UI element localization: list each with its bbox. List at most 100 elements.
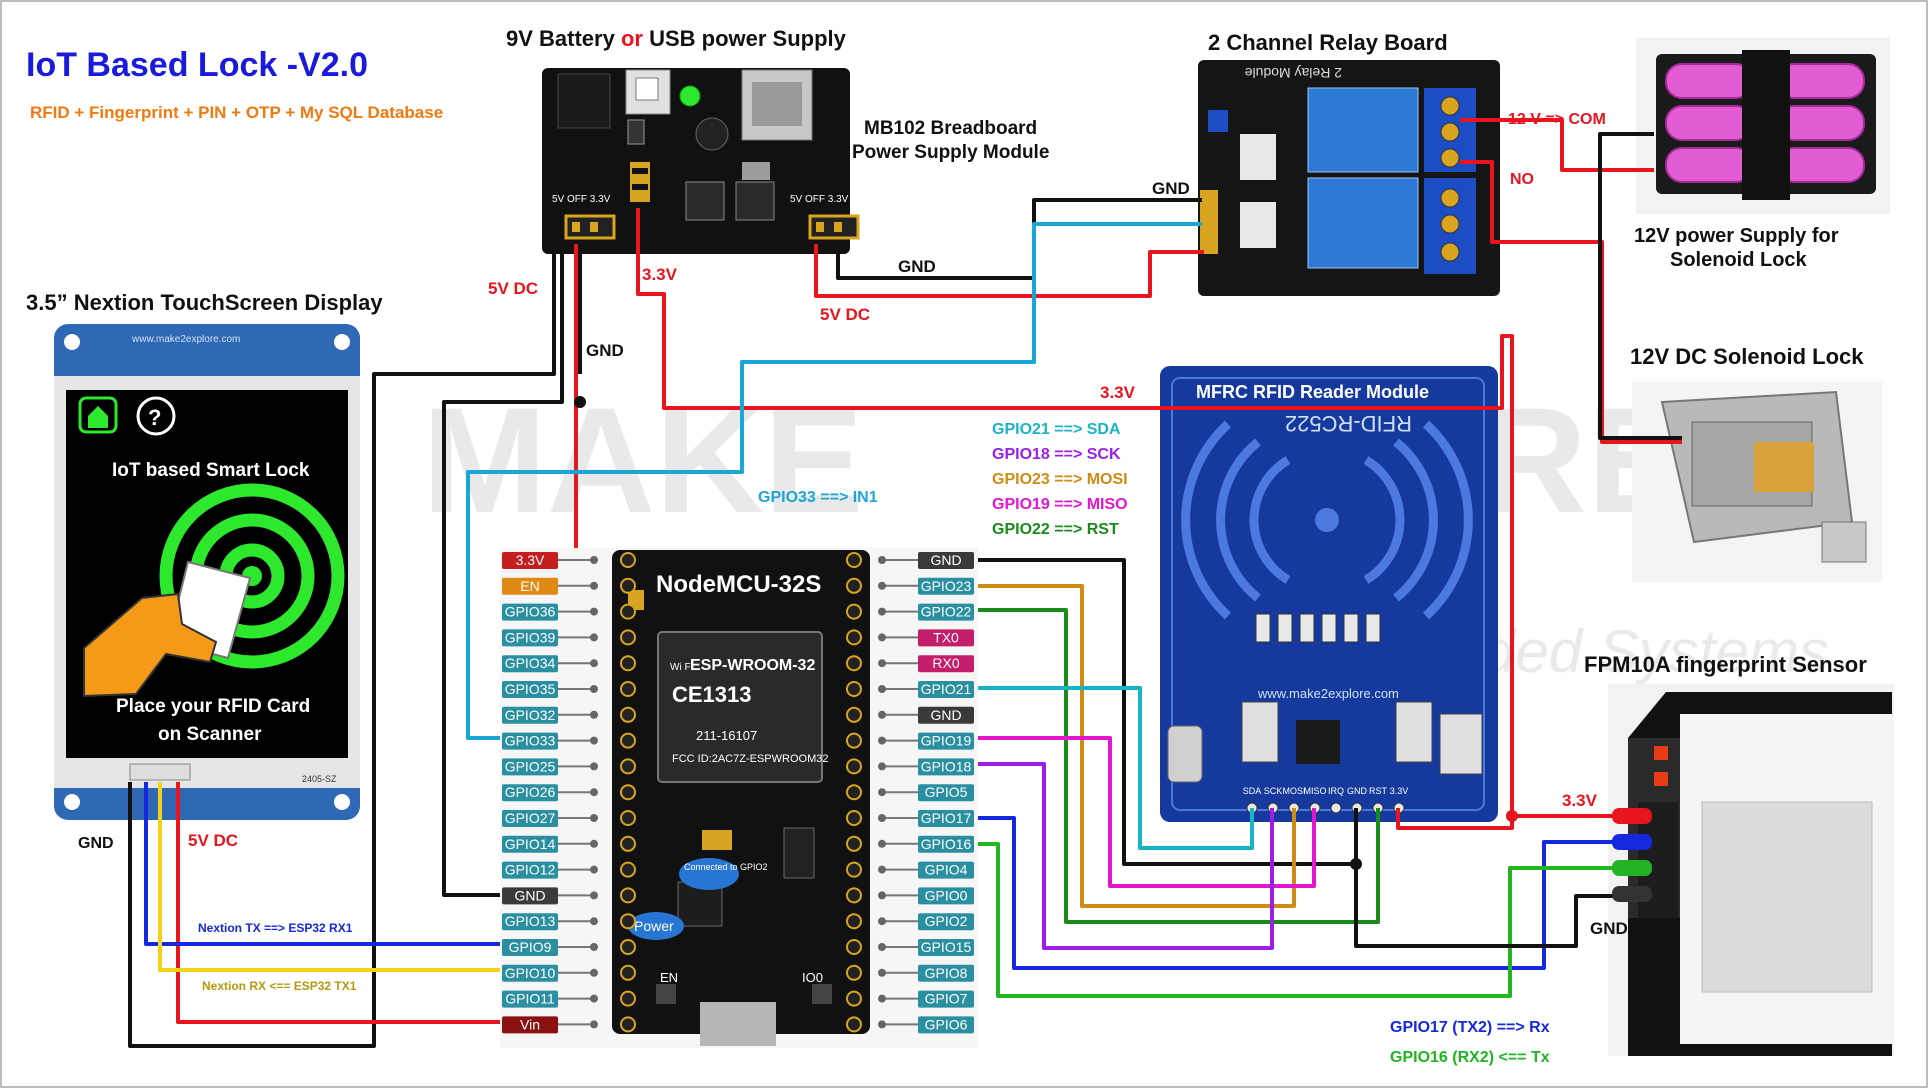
power-module-line2: Power Supply Module (852, 142, 1049, 163)
label-gnd-relay: GND (1152, 179, 1190, 198)
pin-label: GPIO5 (925, 784, 968, 800)
pin-label: GPIO32 (505, 707, 556, 723)
label-33v-top: 3.3V (642, 265, 678, 284)
solenoid-lock (1632, 382, 1882, 582)
pin-label: GPIO12 (505, 862, 556, 878)
right-pin-gpio19: GPIO19 (846, 732, 974, 750)
screen-line2: on Scanner (158, 724, 262, 745)
left-pin-vin: Vin (502, 1016, 636, 1034)
pin-label: GPIO6 (925, 1016, 968, 1032)
left-pin-gpio34: GPIO34 (502, 655, 636, 673)
pin-label: GPIO0 (925, 887, 968, 903)
right-pin-gpio6: GPIO6 (846, 1016, 974, 1034)
right-pin-gpio17: GPIO17 (846, 810, 974, 827)
right-pin-gnd: GND (846, 706, 974, 724)
pin-label: 3.3V (516, 552, 545, 568)
label-5v-right: 5V DC (820, 305, 870, 324)
pin-label: GPIO35 (505, 681, 556, 697)
battery-label-line1: 12V power Supply for (1634, 225, 1839, 247)
power-module-line1: MB102 Breadboard (864, 118, 1037, 139)
label-display-gnd: GND (78, 835, 114, 852)
right-pin-gpio22: GPIO22 (846, 603, 974, 621)
left-pin-gpio14: GPIO14 (502, 835, 636, 853)
label-5v-left: 5V DC (488, 279, 538, 298)
pin-label: GPIO19 (921, 733, 972, 749)
rfid-pin-label: SDA (1243, 786, 1262, 796)
pin-label: TX0 (933, 629, 959, 645)
right-pin-gpio7: GPIO7 (846, 990, 974, 1008)
label-nextion-tx: Nextion TX ==> ESP32 RX1 (198, 921, 353, 935)
rfid-pin-label: MISO (1303, 786, 1326, 796)
rfid-pin-label: SCK (1264, 786, 1283, 796)
pin-label: GPIO13 (505, 913, 556, 929)
pin-label: GPIO21 (921, 681, 972, 697)
left-pin-33v: 3.3V (502, 552, 636, 569)
pin-label: GPIO9 (509, 939, 552, 955)
wire-labels: 5V DC 3.3V GND GND GND 5V DC 3.3V GPIO33… (78, 111, 1628, 1066)
rfid-map-item: GPIO23 ==> MOSI (992, 471, 1128, 488)
relay-board-text: 2 Relay Module (1245, 65, 1342, 81)
mcu-right-pins: GNDGPIO23GPIO22TX0RX0GPIO21GNDGPIO19GPIO… (846, 552, 974, 1034)
power-title: 9V Battery or USB power Supply (506, 26, 847, 51)
screen-title: IoT based Smart Lock (112, 460, 310, 481)
left-pin-gpio27: GPIO27 (502, 810, 636, 827)
pin-label: GPIO14 (505, 836, 556, 852)
label-fp-gnd: GND (1590, 919, 1628, 938)
mcu-rf: 211-16107 (696, 728, 757, 743)
left-pin-gpio36: GPIO36 (502, 603, 636, 621)
rfid-pin-label: GND (1347, 786, 1368, 796)
label-display-5v: 5V DC (188, 831, 238, 850)
page-subtitle: RFID + Fingerprint + PIN + OTP + My SQL … (30, 103, 443, 122)
right-pin-gpio4: GPIO4 (846, 861, 974, 879)
svg-text:5V OFF 3.3V: 5V OFF 3.3V (552, 194, 611, 205)
mcu-left-pins: 3.3VENGPIO36GPIO39GPIO34GPIO35GPIO32GPIO… (502, 552, 636, 1034)
label-relay-com: 12 V => COM (1508, 111, 1606, 128)
rfid-map-item: GPIO19 ==> MISO (992, 496, 1128, 513)
rfid-pin-label: IRQ (1328, 786, 1344, 796)
left-pin-gpio35: GPIO35 (502, 681, 636, 698)
pin-label: GPIO10 (505, 965, 556, 981)
label-nextion-rx: Nextion RX <== ESP32 TX1 (202, 979, 357, 993)
pin-label: GPIO4 (925, 862, 968, 878)
svg-text:www.make2explore.com: www.make2explore.com (1257, 686, 1399, 701)
right-pin-gpio5: GPIO5 (846, 784, 974, 802)
left-pin-gnd: GND (502, 887, 636, 905)
battery-pack (1636, 38, 1890, 214)
left-pin-gpio25: GPIO25 (502, 758, 636, 776)
pin-label: Vin (520, 1016, 540, 1032)
bubble-power: Power (634, 918, 674, 934)
pin-label: GPIO39 (505, 629, 556, 645)
label-gnd-top: GND (586, 341, 624, 360)
svg-text:www.make2explore.com: www.make2explore.com (131, 334, 240, 345)
pin-label: GND (930, 552, 961, 568)
rfid-map-item: GPIO22 ==> RST (992, 521, 1119, 538)
wires (128, 118, 1682, 1048)
help-icon (136, 396, 176, 436)
relay-title: 2 Channel Relay Board (1208, 30, 1448, 55)
solenoid-title: 12V DC Solenoid Lock (1630, 344, 1864, 369)
pin-label: RX0 (932, 655, 959, 671)
rfid-pin-label: MOSI (1282, 786, 1305, 796)
right-pin-gpio16: GPIO16 (846, 835, 974, 853)
pin-label: GPIO34 (505, 655, 556, 671)
pin-label: GPIO22 (921, 604, 972, 620)
pin-label: GPIO15 (921, 939, 972, 955)
left-pin-gpio26: GPIO26 (502, 784, 636, 802)
svg-text:2405-SZ: 2405-SZ (302, 774, 337, 784)
left-pin-gpio13: GPIO13 (502, 913, 636, 931)
nextion-display: www.make2explore.com ? IoT based Smart L… (54, 324, 360, 820)
right-pin-gpio2: GPIO2 (846, 913, 974, 931)
pin-label: GPIO18 (921, 758, 972, 774)
io0-button-label: IO0 (802, 970, 823, 985)
svg-text:ded Systems: ded Systems (1482, 618, 1829, 685)
right-pin-gnd: GND (846, 552, 974, 569)
pin-label: GPIO17 (921, 810, 972, 826)
pin-label: GPIO2 (925, 913, 968, 929)
pin-label: GPIO27 (505, 810, 556, 826)
label-gnd-mid: GND (898, 257, 936, 276)
mcu-title: NodeMCU-32S (656, 571, 821, 598)
left-pin-gpio11: GPIO11 (502, 990, 636, 1008)
